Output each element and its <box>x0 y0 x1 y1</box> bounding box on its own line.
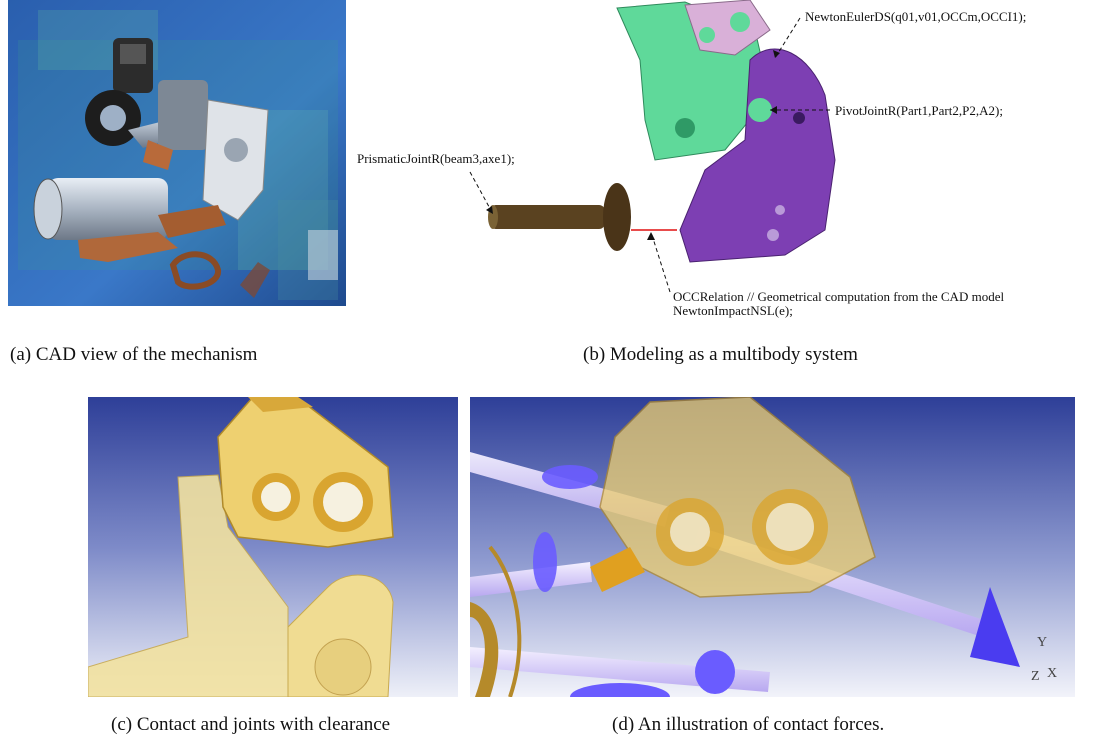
contact-forces-image: Y Z X <box>470 397 1075 697</box>
cad-view-image <box>8 0 346 306</box>
axis-label-y: Y <box>1037 635 1048 650</box>
caption-c: (c) Contact and joints with clearance <box>111 714 391 735</box>
contact-joints-image <box>88 397 458 697</box>
purple-part <box>679 48 836 263</box>
brown-beam <box>490 205 605 229</box>
multibody-model-figure: NewtonEulerDS(q01,v01,OCCm,OCCI1); Pivot… <box>355 0 1100 330</box>
caption-b: (b) Modeling as a multibody system <box>583 344 858 365</box>
caption-a: (a) CAD view of the mechanism <box>10 344 258 365</box>
annotation-prismatic-joint: PrismaticJointR(beam3,axe1); <box>357 151 515 166</box>
annotation-newton-euler: NewtonEulerDS(q01,v01,OCCm,OCCI1); <box>805 9 1027 24</box>
annotation-newton-impact: NewtonImpactNSL(e); <box>673 303 793 318</box>
annotation-pivot-joint: PivotJointR(Part1,Part2,P2,A2); <box>835 103 1003 118</box>
caption-d: (d) An illustration of contact forces. <box>612 714 885 735</box>
axis-label-x: X <box>1047 666 1058 681</box>
annotation-occ-relation: OCCRelation // Geometrical computation f… <box>673 289 1005 304</box>
axis-label-z: Z <box>1031 669 1040 684</box>
